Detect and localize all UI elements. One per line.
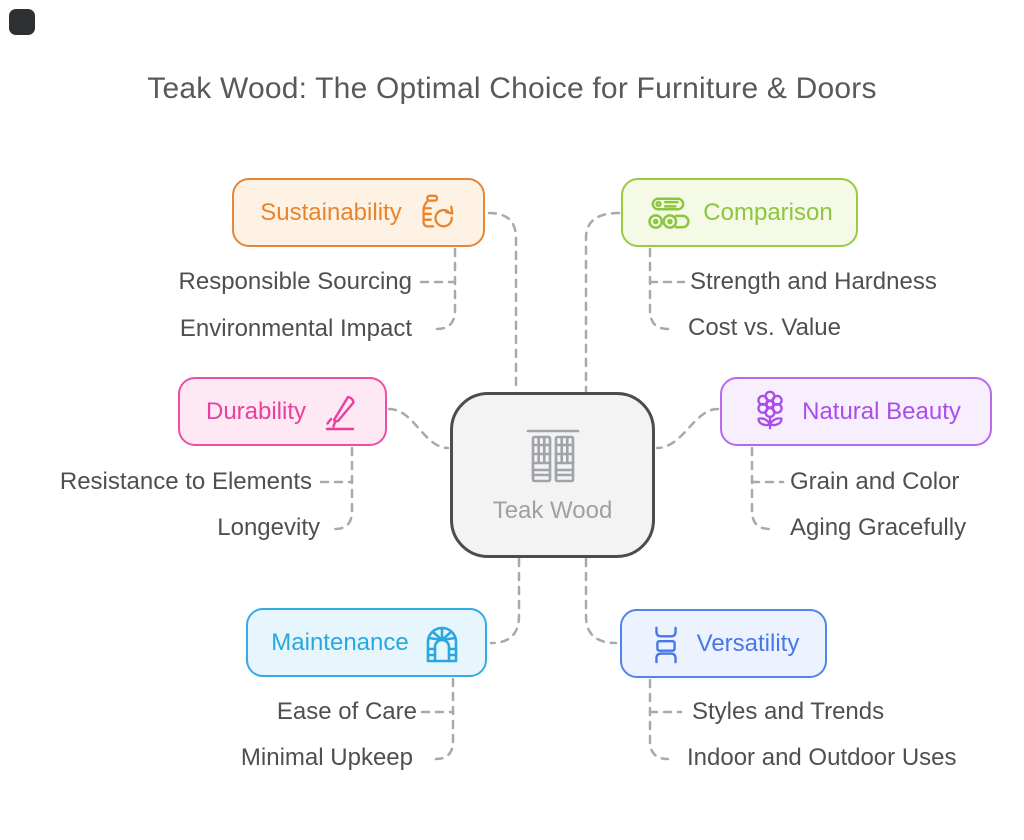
node-comparison-label: Comparison: [703, 198, 833, 226]
arched-window-icon: [426, 626, 458, 662]
corner-mark: [9, 9, 35, 35]
sub-item: Grain and Color: [790, 468, 960, 495]
furniture-spool-icon: [654, 626, 677, 663]
node-durability[interactable]: Durability: [178, 377, 387, 446]
node-versatility[interactable]: Versatility: [620, 609, 827, 678]
node-sustainability[interactable]: Sustainability: [232, 178, 485, 247]
sub-item: Longevity: [217, 514, 320, 541]
node-comparison[interactable]: Comparison: [621, 178, 858, 247]
sub-item: Resistance to Elements: [59, 468, 312, 495]
sub-item: Styles and Trends: [692, 698, 885, 725]
sub-item: Indoor and Outdoor Uses: [687, 744, 957, 771]
sub-item: Ease of Care: [276, 698, 417, 725]
sub-item: Cost vs. Value: [688, 314, 841, 341]
wood-logs-icon: [648, 197, 690, 229]
node-sustainability-label: Sustainability: [260, 198, 402, 226]
recycle-bottle-icon: [422, 194, 454, 228]
node-maintenance[interactable]: Maintenance: [246, 608, 487, 677]
center-node-teak-wood[interactable]: Teak Wood: [450, 392, 655, 558]
sub-item: Responsible Sourcing: [178, 268, 412, 295]
node-durability-label: Durability: [205, 397, 307, 425]
sub-item: Aging Gracefully: [790, 514, 967, 541]
node-maintenance-label: Maintenance: [271, 628, 409, 656]
double-doors-icon: [526, 429, 579, 483]
sub-item: Environmental Impact: [179, 315, 412, 342]
node-versatility-label: Versatility: [696, 629, 800, 657]
sub-item: Minimal Upkeep: [240, 744, 413, 771]
carving-knife-icon: [325, 395, 355, 430]
flower-icon: [757, 390, 783, 429]
page-title: Teak Wood: The Optimal Choice for Furnit…: [147, 72, 877, 105]
node-natural-beauty-label: Natural Beauty: [802, 397, 961, 425]
center-node-label: Teak Wood: [492, 497, 613, 524]
node-natural-beauty[interactable]: Natural Beauty: [720, 377, 992, 446]
sub-item: Strength and Hardness: [690, 268, 937, 295]
